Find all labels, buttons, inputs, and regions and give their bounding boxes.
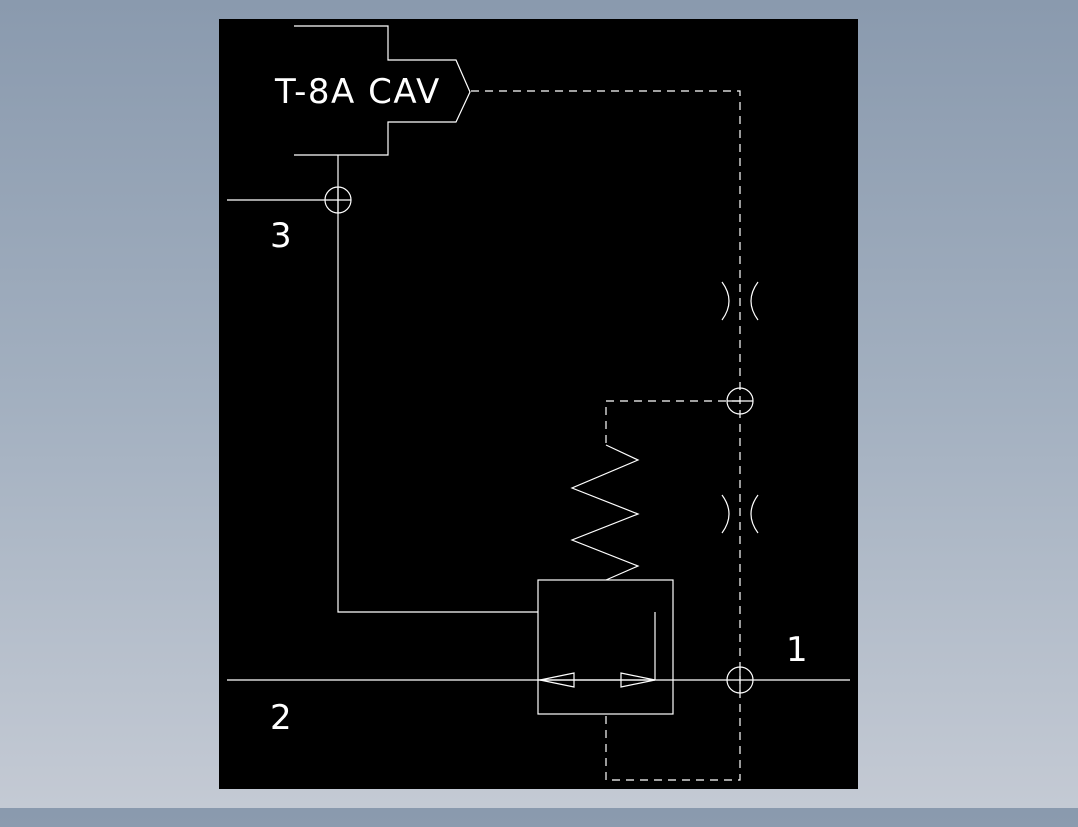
port-label-2: 2: [270, 698, 292, 738]
pilot-line-top: [471, 90, 741, 781]
cavity-label: T-8A CAV: [274, 72, 441, 112]
arrow-left-icon: [539, 672, 575, 688]
pilot-line-spring: [605, 400, 740, 445]
drawing-canvas: T-8A CAV: [219, 19, 858, 789]
port-label-3: 3: [270, 216, 292, 256]
spring-symbol: [570, 444, 640, 581]
arrow-right-icon: [620, 672, 656, 688]
orifice-lower: [721, 494, 759, 534]
port-3-to-valve-line: [337, 213, 538, 613]
valve-body: [537, 579, 674, 715]
cavity-tag-outline: [294, 25, 471, 156]
hydraulic-schematic: T-8A CAV: [227, 25, 850, 781]
orifice-upper: [721, 281, 759, 321]
port-label-1: 1: [786, 630, 808, 670]
